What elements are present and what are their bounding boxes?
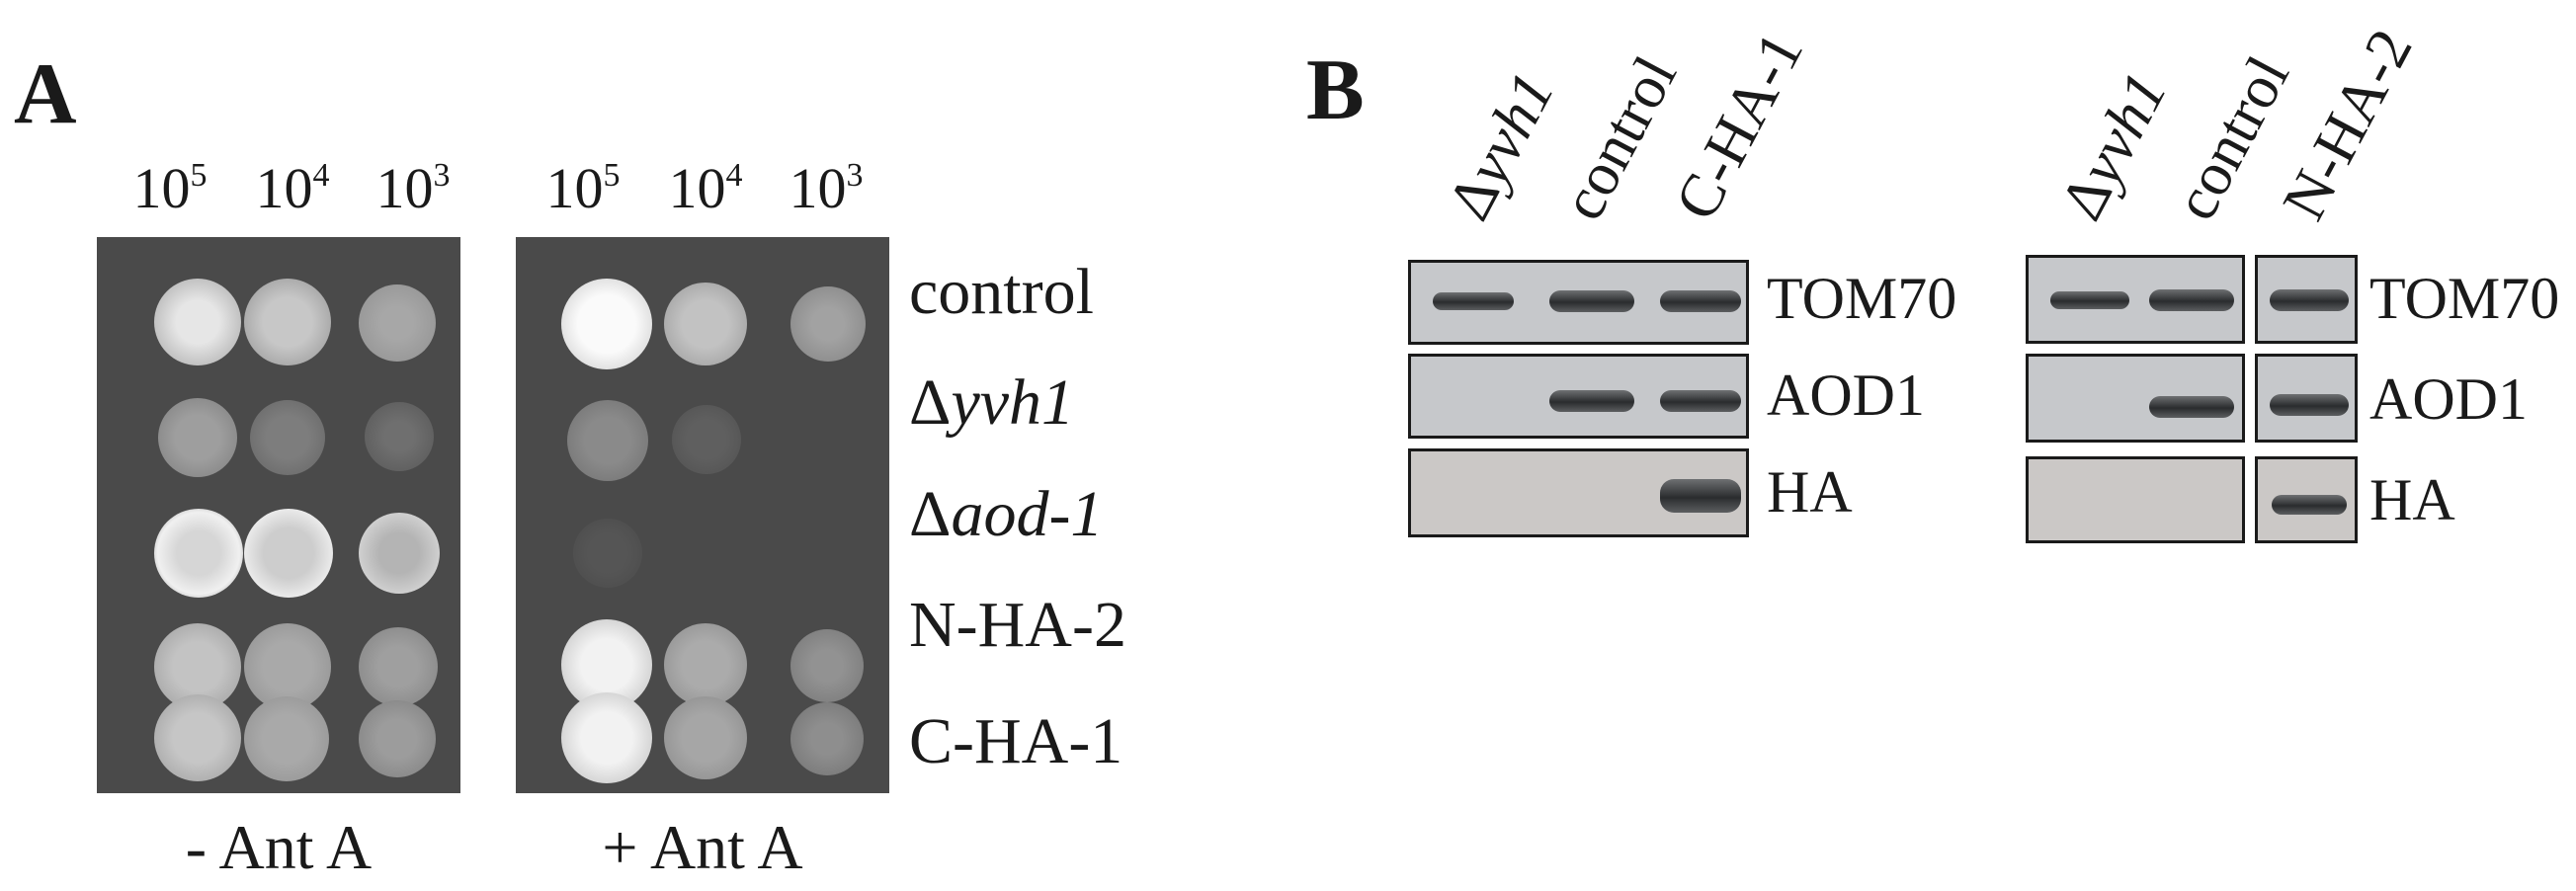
plate-plus-ant-a — [516, 237, 889, 793]
strain-label: N-HA-2 — [909, 589, 1126, 661]
colony-spot — [244, 279, 331, 365]
colony-spot — [664, 696, 747, 779]
protein-band — [1433, 292, 1514, 310]
colony-spot — [790, 629, 864, 702]
blot-strip-aod1 — [2026, 354, 2245, 443]
lane-label: Δyvh1 — [2047, 61, 2181, 231]
strain-label: C-HA-1 — [909, 705, 1123, 777]
protein-band — [2270, 289, 2349, 311]
blot-strip-tom70 — [1408, 260, 1749, 345]
antibody-label: TOM70 — [1767, 266, 1957, 331]
protein-band — [2272, 495, 2347, 515]
colony-spot — [365, 402, 434, 471]
lane-label: C-HA-1 — [1662, 22, 1817, 231]
colony-spot — [244, 696, 329, 781]
colony-spot — [359, 700, 436, 777]
colony-spot — [567, 400, 648, 481]
colony-spot — [561, 692, 652, 783]
panel-b-letter: B — [1306, 42, 1365, 138]
antibody-label: AOD1 — [1767, 363, 1925, 428]
antibody-label: HA — [1767, 459, 1853, 525]
protein-band — [2149, 396, 2234, 418]
blot-strip-ha — [2026, 456, 2245, 543]
colony-spot — [790, 286, 866, 362]
strain-label: Δyvh1 — [909, 366, 1075, 439]
protein-band — [1549, 390, 1634, 412]
colony-spot — [244, 509, 333, 598]
dilution-header: 104 — [668, 156, 743, 220]
antibody-label: AOD1 — [2369, 366, 2528, 432]
colony-spot — [250, 400, 325, 475]
colony-spot — [359, 284, 436, 362]
plate-minus-ant-a — [97, 237, 460, 793]
lane-label: Δyvh1 — [1435, 61, 1568, 231]
dilution-header: 103 — [375, 156, 451, 220]
blot-strip-ha — [2255, 456, 2358, 543]
dilution-header: 105 — [132, 156, 208, 220]
lane-label: control — [1548, 45, 1691, 231]
protein-band — [2270, 394, 2349, 416]
antibody-label: HA — [2369, 467, 2455, 532]
dilution-header: 104 — [255, 156, 330, 220]
antibody-label: TOM70 — [2369, 266, 2560, 331]
blot-strip-ha — [1408, 448, 1749, 537]
condition-label-plus-ant-a: + Ant A — [602, 812, 803, 882]
blot-strip-tom70 — [2255, 255, 2358, 344]
colony-spot — [573, 519, 642, 588]
colony-spot — [664, 623, 747, 706]
protein-band — [2149, 289, 2234, 311]
condition-label-minus-ant-a: - Ant A — [185, 812, 373, 882]
colony-spot — [672, 405, 741, 474]
panel-a-letter: A — [14, 46, 77, 142]
colony-spot — [154, 279, 241, 365]
colony-spot — [790, 702, 864, 775]
colony-spot — [154, 694, 241, 781]
protein-band — [1660, 390, 1741, 412]
colony-spot — [359, 627, 438, 706]
strain-label: Δaod-1 — [909, 478, 1104, 550]
protein-band — [1660, 479, 1741, 513]
blot-strip-tom70 — [2026, 255, 2245, 344]
colony-spot — [561, 279, 652, 369]
protein-band — [1660, 290, 1741, 312]
dilution-header: 103 — [789, 156, 864, 220]
protein-band — [1549, 290, 1634, 312]
blot-strip-aod1 — [2255, 354, 2358, 443]
dilution-header: 105 — [545, 156, 621, 220]
colony-spot — [664, 283, 747, 365]
colony-spot — [244, 623, 331, 710]
lane-label: N-HA-2 — [2270, 19, 2426, 231]
colony-spot — [359, 513, 440, 594]
colony-spot — [158, 398, 237, 477]
colony-spot — [154, 509, 243, 598]
protein-band — [2050, 291, 2129, 309]
strain-label: control — [909, 256, 1094, 328]
blot-strip-aod1 — [1408, 354, 1749, 439]
